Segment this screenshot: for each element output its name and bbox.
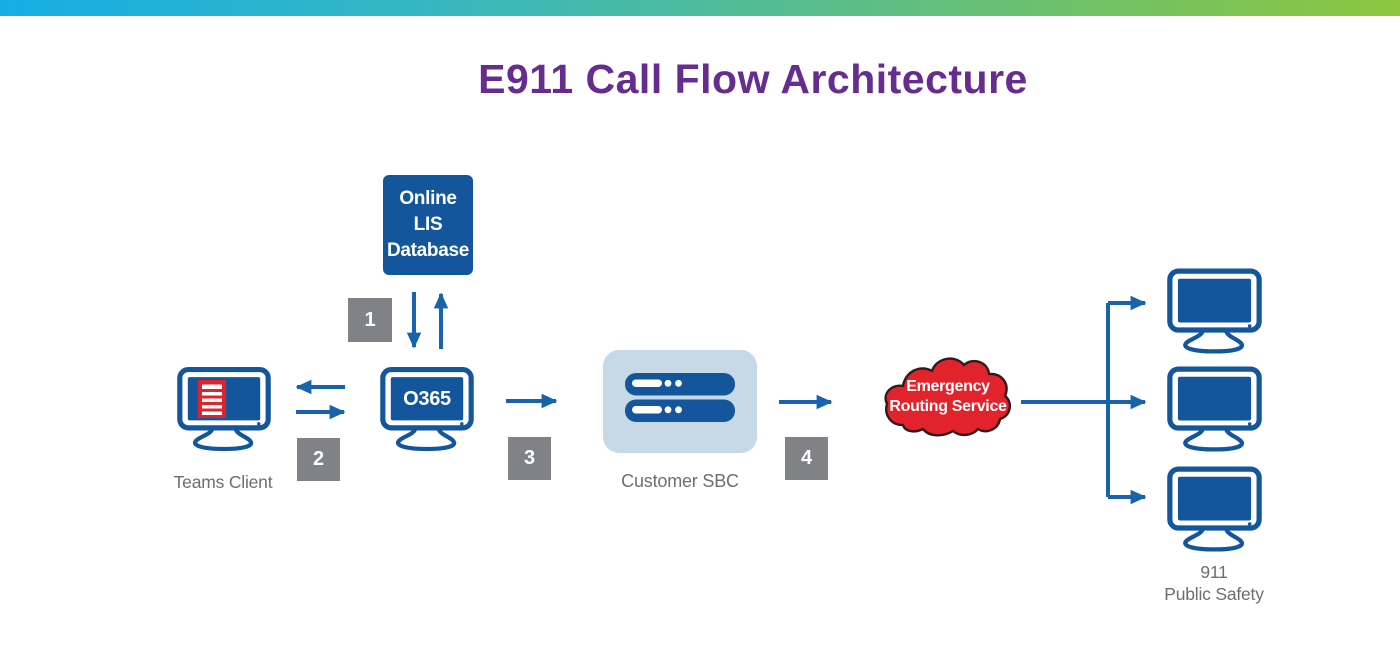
ers-branch-arrows xyxy=(1021,295,1147,505)
teams-client-label: Teams Client xyxy=(173,472,273,492)
o365-screen-label: O365 xyxy=(403,387,451,410)
step-badge-1: 1 xyxy=(348,298,392,342)
lis-line-3: Database xyxy=(386,240,470,261)
ers-cloud-icon xyxy=(884,357,1012,437)
lis-database-box: Online LIS Database xyxy=(383,175,473,275)
psap-monitor-icon xyxy=(1170,369,1259,449)
psap-monitor-icon xyxy=(1170,469,1259,549)
page-title: E911 Call Flow Architecture xyxy=(478,56,1028,102)
document-icon xyxy=(198,380,226,418)
ers-cloud-label: Emergency Routing Service xyxy=(880,377,1016,417)
lis-line-1: Online xyxy=(399,188,457,209)
psap-line-2: Public Safety xyxy=(1164,584,1264,604)
step-badge-3: 3 xyxy=(508,437,551,480)
ers-line-2: Routing Service xyxy=(889,398,1007,415)
customer-sbc-label: Customer SBC xyxy=(621,471,739,491)
step-badge-2: 2 xyxy=(297,438,340,481)
lis-line-2: LIS xyxy=(413,214,443,235)
server-rack-icon xyxy=(625,373,735,422)
psap-label: 911 Public Safety xyxy=(1134,561,1294,605)
ers-line-1: Emergency xyxy=(906,378,990,395)
teams-o365-arrows xyxy=(295,379,346,420)
psap-line-1: 911 xyxy=(1200,562,1228,582)
psap-monitor-icon xyxy=(1170,271,1259,351)
gradient-bar xyxy=(0,0,1400,16)
lis-sync-arrows xyxy=(406,292,449,349)
teams-monitor-icon xyxy=(180,370,268,449)
sbc-icon xyxy=(603,350,757,453)
step-badge-4: 4 xyxy=(785,437,828,480)
